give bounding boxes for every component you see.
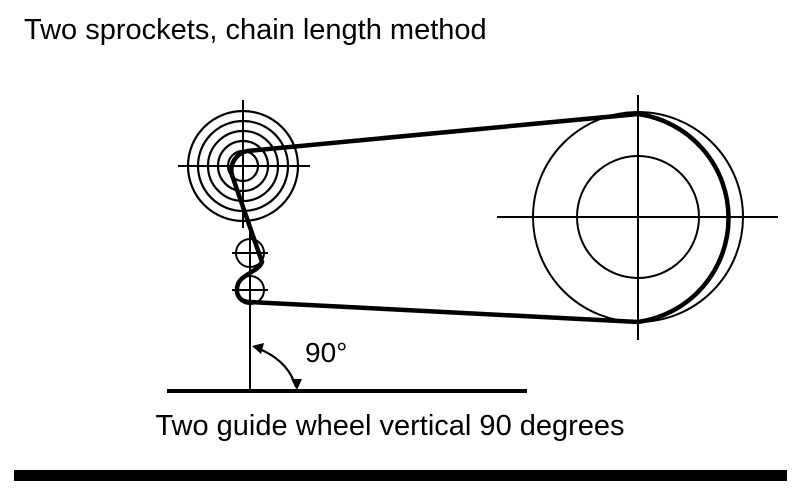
large-sprocket-centerlines [497, 95, 778, 340]
bottom-divider [14, 470, 787, 481]
chain [229, 111, 731, 325]
angle-arrow-upper [252, 343, 264, 354]
angle-arrow-lower [291, 379, 302, 390]
angle-label: 90° [305, 337, 347, 368]
diagram-title: Two sprockets, chain length method [24, 14, 487, 46]
diagram-caption: Two guide wheel vertical 90 degrees [155, 410, 625, 442]
angle-arc [256, 346, 298, 388]
